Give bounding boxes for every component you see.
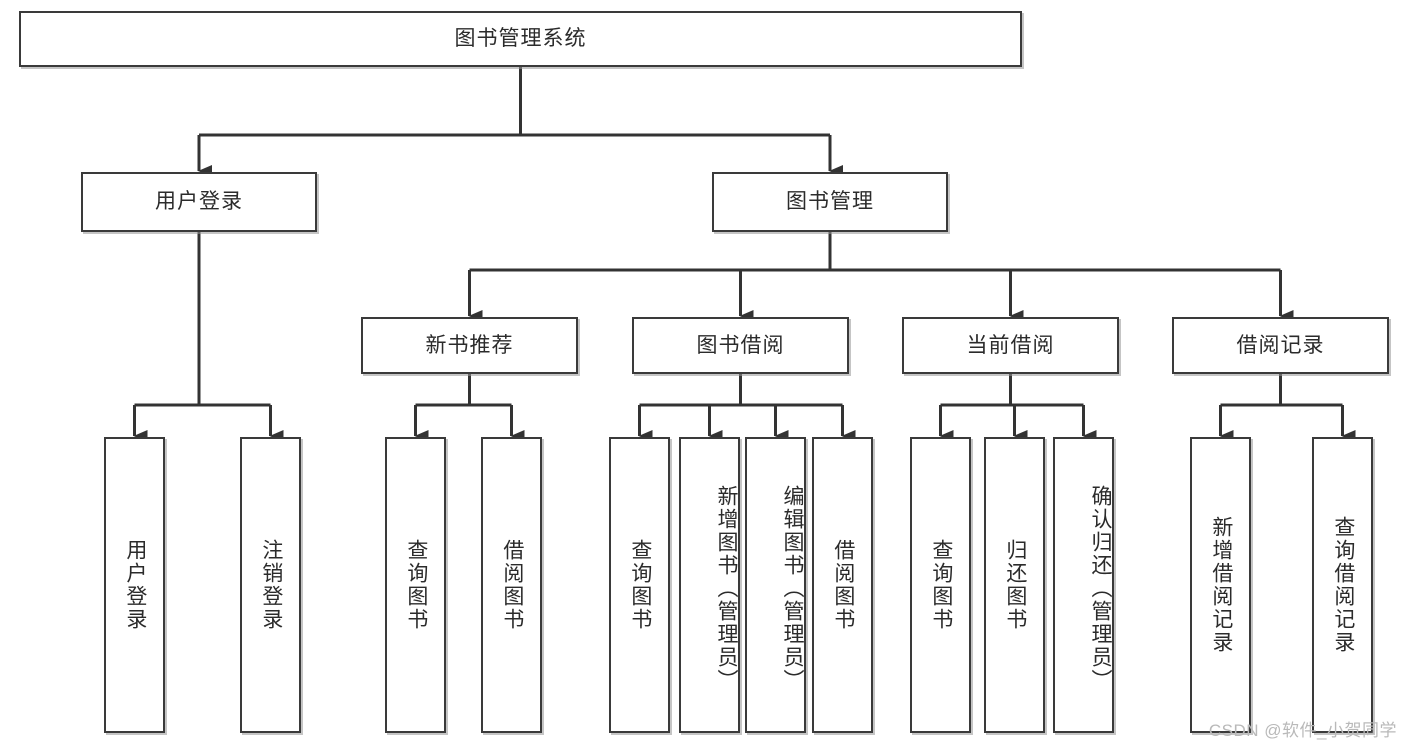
node-borrow-record-label: 借阅记录 <box>1236 333 1325 357</box>
node-root[interactable]: 图书管理系统 <box>19 11 1022 67</box>
node-leaf-borrow-edit-book[interactable]: 编辑图书（管理员） <box>745 437 806 733</box>
node-borrow-record[interactable]: 借阅记录 <box>1172 317 1389 374</box>
node-book-management-label: 图书管理 <box>786 190 874 214</box>
node-leaf-user-login-label: 用户登录 <box>123 539 147 631</box>
node-leaf-current-query-book-label: 查询图书 <box>929 539 953 631</box>
node-leaf-record-query-record[interactable]: 查询借阅记录 <box>1312 437 1373 733</box>
node-root-label: 图书管理系统 <box>454 27 587 51</box>
node-user-login[interactable]: 用户登录 <box>81 172 317 232</box>
node-leaf-current-confirm-return-label: 确认归还（管理员） <box>1089 484 1112 692</box>
node-leaf-recommend-query-book-label: 查询图书 <box>404 539 428 631</box>
node-leaf-user-logout-label: 注销登录 <box>259 539 283 631</box>
node-leaf-record-query-record-label: 查询借阅记录 <box>1331 516 1355 654</box>
node-leaf-record-add-record[interactable]: 新增借阅记录 <box>1190 437 1251 733</box>
node-new-book-recommend-label: 新书推荐 <box>425 333 514 357</box>
node-leaf-recommend-borrow-book[interactable]: 借阅图书 <box>481 437 542 733</box>
node-leaf-borrow-borrow-book-label: 借阅图书 <box>831 539 855 631</box>
node-new-book-recommend[interactable]: 新书推荐 <box>361 317 578 374</box>
node-leaf-borrow-edit-book-label: 编辑图书（管理员） <box>781 484 804 692</box>
node-leaf-borrow-borrow-book[interactable]: 借阅图书 <box>812 437 873 733</box>
node-leaf-recommend-query-book[interactable]: 查询图书 <box>385 437 446 733</box>
node-user-login-label: 用户登录 <box>155 190 243 214</box>
node-current-borrow[interactable]: 当前借阅 <box>902 317 1119 374</box>
node-leaf-current-return-book-label: 归还图书 <box>1003 539 1027 631</box>
node-leaf-borrow-add-book-label: 新增图书（管理员） <box>715 484 738 692</box>
node-book-borrow-label: 图书借阅 <box>696 333 785 357</box>
node-leaf-borrow-add-book[interactable]: 新增图书（管理员） <box>679 437 740 733</box>
node-leaf-borrow-query-book[interactable]: 查询图书 <box>609 437 670 733</box>
node-leaf-current-query-book[interactable]: 查询图书 <box>910 437 971 733</box>
node-leaf-record-add-record-label: 新增借阅记录 <box>1209 516 1233 654</box>
node-leaf-current-confirm-return[interactable]: 确认归还（管理员） <box>1053 437 1114 733</box>
node-current-borrow-label: 当前借阅 <box>966 333 1055 357</box>
node-book-management[interactable]: 图书管理 <box>712 172 948 232</box>
node-leaf-borrow-query-book-label: 查询图书 <box>628 539 652 631</box>
node-leaf-current-return-book[interactable]: 归还图书 <box>984 437 1045 733</box>
node-leaf-user-logout[interactable]: 注销登录 <box>240 437 301 733</box>
node-leaf-recommend-borrow-book-label: 借阅图书 <box>500 539 524 631</box>
node-leaf-user-login[interactable]: 用户登录 <box>104 437 165 733</box>
node-book-borrow[interactable]: 图书借阅 <box>632 317 849 374</box>
watermark: CSDN @软件_小贺同学 <box>1208 721 1397 740</box>
